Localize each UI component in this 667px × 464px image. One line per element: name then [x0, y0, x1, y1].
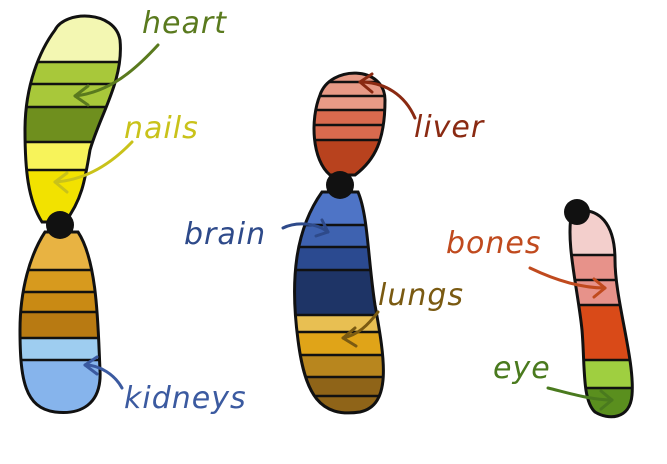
- band: [294, 377, 384, 413]
- chromosome-middle: [293, 71, 387, 415]
- band: [294, 332, 384, 355]
- liver-arrow: [358, 72, 417, 120]
- band: [294, 315, 384, 332]
- label-brain: brain: [184, 217, 266, 252]
- right-outline: [568, 209, 634, 419]
- label-kidneys: kidneys: [124, 381, 247, 416]
- nails-arrow: [53, 140, 134, 194]
- chromosome-left: [18, 14, 122, 414]
- label-bones: bones: [446, 226, 542, 261]
- band: [294, 225, 384, 247]
- labels: heart nails kidneys liver brain lungs bo…: [124, 6, 551, 416]
- left-lower-outline: [18, 230, 102, 414]
- arrows: [53, 43, 614, 411]
- eye-arrow: [546, 386, 614, 411]
- band: [569, 360, 633, 388]
- label-heart: heart: [142, 6, 227, 41]
- band: [569, 305, 633, 360]
- kidneys-arrow: [83, 355, 124, 390]
- band: [314, 73, 385, 110]
- label-eye: eye: [493, 351, 551, 386]
- band: [25, 16, 121, 62]
- middle-lower-outline: [293, 190, 385, 415]
- lungs-arrow: [341, 310, 380, 348]
- band: [20, 360, 101, 413]
- label-lungs: lungs: [378, 278, 464, 313]
- band: [20, 270, 101, 292]
- label-nails: nails: [124, 111, 199, 146]
- middle-upper-arm: [314, 73, 385, 175]
- left-upper-outline: [23, 14, 122, 224]
- band: [20, 292, 101, 312]
- band: [20, 338, 101, 360]
- middle-upper-outline: [312, 71, 387, 177]
- band: [294, 355, 384, 377]
- right-centromere: [564, 199, 590, 225]
- band: [20, 312, 101, 338]
- band: [294, 247, 384, 270]
- label-liver: liver: [414, 110, 485, 145]
- left-centromere: [46, 211, 74, 239]
- band: [294, 270, 384, 315]
- brain-arrow: [281, 218, 330, 238]
- heart-arrow: [73, 43, 160, 107]
- bones-arrow: [528, 266, 607, 299]
- middle-centromere: [326, 171, 354, 199]
